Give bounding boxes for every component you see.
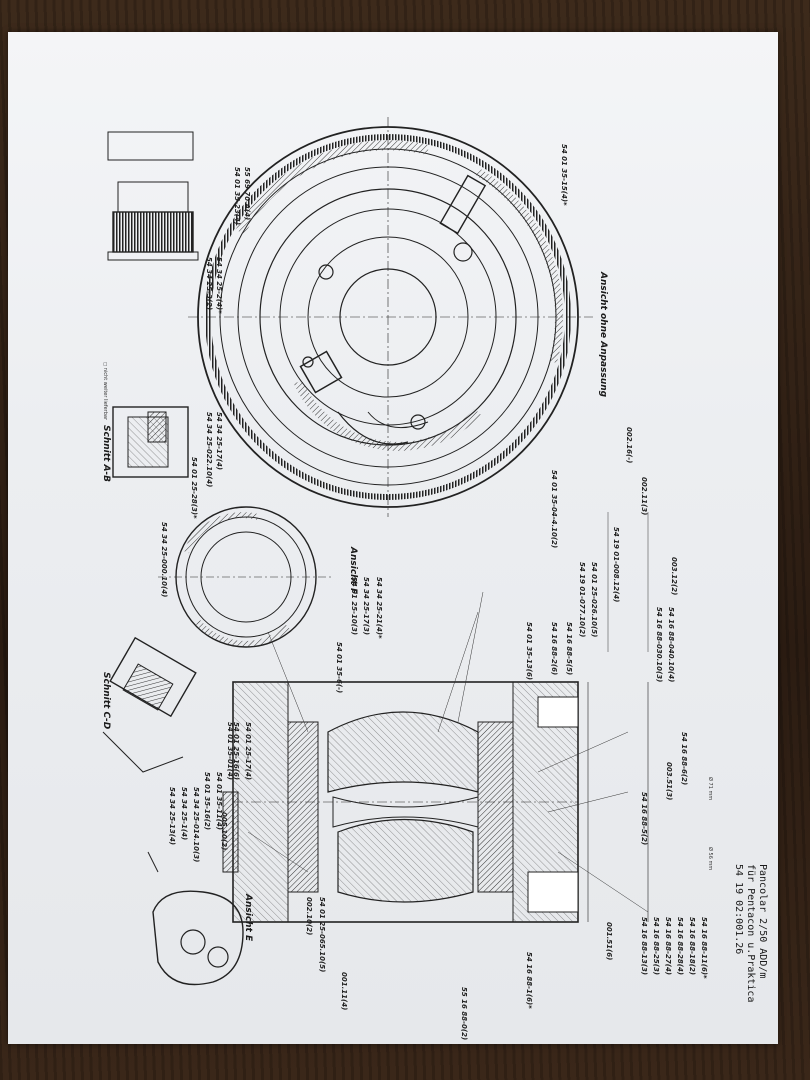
leader-lines — [247, 512, 649, 913]
part-label: 002.10(2) — [305, 897, 313, 936]
part-label: 54 16 88-6(2) — [680, 732, 688, 786]
heading-schnitt-cd: Schnitt C-D — [101, 672, 111, 730]
part-label: 54 01 25-28(3)* — [190, 457, 198, 519]
part-label: 54 01 25-026.10(5) — [590, 562, 598, 638]
part-label: 54 16 88-25(3) — [652, 917, 660, 976]
view-f-circle — [158, 506, 333, 648]
dimension-label: Ø 56 mm — [707, 847, 713, 871]
main-view-circle — [188, 117, 593, 517]
part-label: 54 34 25-1(4) — [180, 787, 188, 841]
part-label: 54 34 25-17(3) — [362, 577, 370, 636]
part-label: 54 19 01-077.10(2) — [578, 562, 586, 638]
part-label: 54 34 25-014.10(3) — [192, 787, 200, 863]
part-label: 54 16 88-040.10(4) — [667, 607, 675, 683]
part-label: 54 34 25-13(4) — [168, 787, 176, 846]
heading-ansicht-ohne: Ansicht ohne Anpassung — [598, 272, 608, 398]
heading-ansicht-e: Ansicht E — [243, 894, 253, 942]
part-label: 002.11(3) — [640, 477, 648, 516]
part-label: 54 01 35-04-4.10(2) — [550, 470, 558, 549]
lens-cross-section — [222, 681, 649, 923]
part-label: 54 01 35-16(2) — [203, 772, 211, 831]
part-label: 54 01 35-13(6) — [525, 622, 533, 681]
part-label: 54 01 25-17(4) — [244, 722, 252, 781]
part-label: 002.16(-) — [625, 427, 633, 464]
title-line-1: Pancolar 2/50 ADD/m — [757, 864, 768, 979]
part-label: 003.12(2) — [670, 557, 678, 596]
part-label: 54 16 88-1(6)* — [525, 952, 533, 1009]
part-label: 54 34 25-022.10(4) — [205, 412, 213, 488]
title-number: 54 19 02:001.26 — [733, 864, 744, 955]
part-label: 54 34 25-21(4)* — [375, 577, 383, 639]
part-label: 54 01 35-6(-) — [335, 642, 343, 694]
part-label: 001.51(6) — [605, 922, 613, 961]
section-cd — [102, 636, 197, 773]
heading-schnitt-ab: Schnitt A-B — [101, 425, 111, 483]
legend-marker: ◻ nicht weiter lieferbar — [102, 362, 108, 421]
part-label: 54 34 25-3(2) — [205, 257, 213, 311]
part-label: 54 01 25-10(3) — [350, 577, 358, 636]
part-label: 54 16 88-13(3) — [640, 917, 648, 976]
view-e — [147, 851, 244, 986]
part-label: 55 16 88-0(2) — [460, 987, 468, 1041]
part-label: 54 16 88-5(2) — [640, 792, 648, 846]
part-label: 54 16 88-11(6)* — [700, 917, 708, 979]
part-label: 54 16 88-5(5) — [565, 622, 573, 676]
part-label: 54 19 01-008.12(4) — [612, 527, 620, 603]
part-label: 54 01 35-15(4)* — [560, 144, 568, 206]
part-label: 54 34 25-17(4) — [215, 412, 223, 471]
part-label: 54 16 88-18(2) — [688, 917, 696, 976]
part-label: 003.51(3) — [665, 762, 673, 801]
part-label: 55 69 70 A(4) — [243, 167, 251, 221]
part-label: 54 34 25-000.10(4) — [160, 522, 168, 598]
dimension-label: Ø 71 mm — [707, 777, 713, 801]
part-label: 54 16 88-030.10(3) — [655, 607, 663, 683]
part-label: 54 01 25-065.10(5) — [318, 897, 326, 973]
small-side-view — [107, 131, 199, 261]
part-label: 54 16 88-2(6) — [550, 622, 558, 676]
part-label: 54 01 25-16(6) — [232, 722, 240, 781]
part-label: 54 34 25-2(4)* — [215, 257, 223, 314]
technical-drawing — [102, 117, 649, 986]
drawing-sheet: Pancolar 2/50 ADD/m für Pentacon u.Prakt… — [8, 32, 778, 1044]
section-ab — [112, 406, 189, 478]
part-label: 54 16 88-27(4) — [664, 917, 672, 976]
part-label: 001.11(4) — [340, 972, 348, 1011]
part-label: 005.10(2) — [220, 812, 228, 851]
title-line-2: für Pentacon u.Praktica — [745, 864, 756, 1003]
part-label: 54 16 88-28(4) — [676, 917, 684, 976]
part-label: 54 01 35-23(4) — [233, 167, 241, 226]
